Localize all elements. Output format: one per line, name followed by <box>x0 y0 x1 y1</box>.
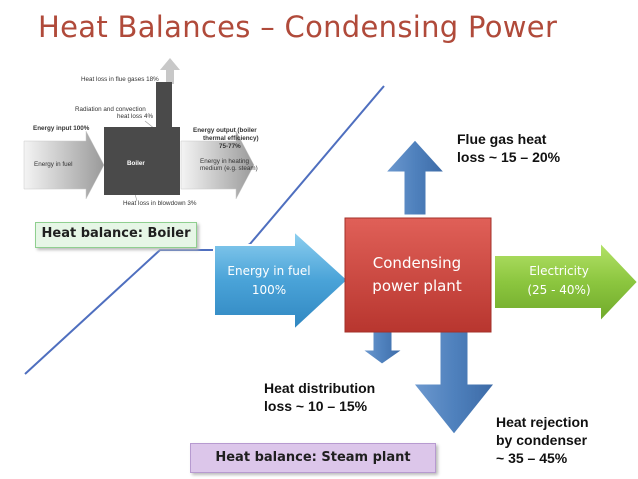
heat-rejection-note-line1: Heat rejection <box>496 414 589 430</box>
boiler-label: Boiler <box>127 160 145 167</box>
output-label-1: Energy output (boiler <box>193 127 257 134</box>
heat-distribution-note-line2: loss ~ 10 – 15% <box>264 398 368 414</box>
output-text-1: Energy output (boiler <box>193 127 257 134</box>
heat-distribution-note: Heat distribution loss ~ 10 – 15% <box>264 379 375 415</box>
electricity-line1: Electricity <box>529 264 589 278</box>
flue-gas-note-line1: Flue gas heat <box>457 131 547 147</box>
energy-in-fuel-label: Energy in fuel 100% <box>216 262 322 300</box>
flue-loss-text: Heat loss in flue gases 18% <box>81 76 159 83</box>
heat-distribution-note-line1: Heat distribution <box>264 380 376 396</box>
output-label-3: 75-77% <box>219 143 241 150</box>
heat-distribution-loss-arrow <box>361 329 404 365</box>
heating-text-1: Energy in heating <box>200 158 250 165</box>
blowdown-leader <box>134 193 138 202</box>
boiler-chimney <box>156 82 172 132</box>
flue-gas-note: Flue gas heat loss ~ 15 – 20% <box>457 130 560 166</box>
energy-in-fuel-small-text: Energy in fuel <box>34 161 73 168</box>
blowdown-text: Heat loss in blowdown 3% <box>123 200 197 207</box>
condensing-power-plant-box <box>344 217 492 333</box>
boiler-input-arrow <box>23 130 105 200</box>
radiation-text-1: Radiation and convection <box>75 106 146 113</box>
energy-in-fuel-arrow <box>213 228 350 333</box>
energy-in-fuel-line2: 100% <box>251 283 287 297</box>
flue-gas-loss-arrow <box>384 139 446 216</box>
energy-in-fuel-line1: Energy in fuel <box>227 264 311 278</box>
flue-gas-note-line2: loss ~ 15 – 20% <box>457 149 561 165</box>
boiler-body <box>104 127 180 195</box>
heat-balance-boiler-label: Heat balance: Boiler <box>35 222 197 248</box>
heat-rejection-note: Heat rejection by condenser ~ 35 – 45% <box>496 413 589 467</box>
electricity-line2: (25 - 40%) <box>527 283 591 297</box>
boiler-output-arrow <box>180 130 255 200</box>
flue-loss-up-arrow <box>160 58 180 84</box>
plant-label-line2: power plant <box>372 277 462 295</box>
heating-text-2: medium (e.g. steam) <box>200 165 258 172</box>
electricity-label: Electricity (25 - 40%) <box>500 262 618 300</box>
radiation-text-2: heat loss 4% <box>117 113 154 120</box>
output-label-2: thermal efficiency) <box>203 135 259 142</box>
heat-rejection-note-line3: ~ 35 – 45% <box>496 450 568 466</box>
energy-input-text: Energy input 100% <box>33 125 89 132</box>
output-text-3: 75-77% <box>219 143 241 150</box>
energy-input-label: Energy input 100% <box>33 125 90 132</box>
heat-rejection-arrow <box>412 329 496 435</box>
plant-label-line1: Condensing <box>372 254 462 272</box>
output-text-2: thermal efficiency) <box>203 135 259 142</box>
boiler-text: Boiler <box>127 160 145 167</box>
electricity-arrow <box>493 239 638 325</box>
plant-label: Condensing power plant <box>344 252 490 298</box>
heat-balance-steam-plant-label: Heat balance: Steam plant <box>190 443 436 473</box>
heat-rejection-note-line2: by condenser <box>496 432 588 448</box>
page-title: Heat Balances – Condensing Power <box>38 10 558 44</box>
